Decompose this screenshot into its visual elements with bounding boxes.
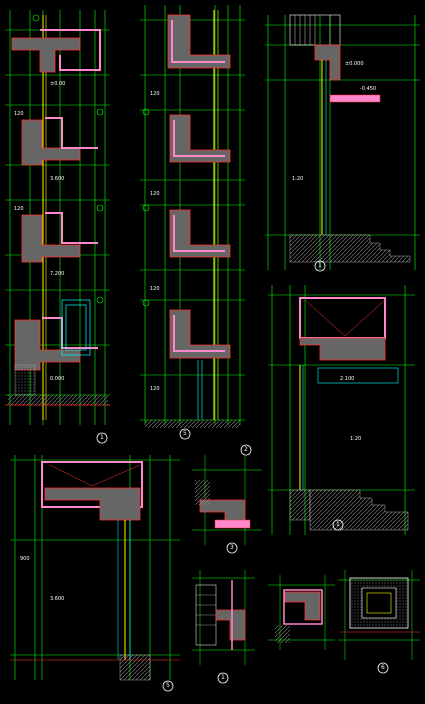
callout-label: 1	[221, 674, 225, 681]
detail-e-bottom-left-section: 3.600 900	[10, 455, 180, 681]
svg-text:120: 120	[150, 91, 160, 97]
callout-label: 1	[100, 434, 104, 441]
callout-label: 6	[381, 664, 385, 671]
svg-text:±0.00: ±0.00	[50, 81, 65, 87]
detail-c-top-right-section: 1:20 ±0.000 -0.450	[265, 14, 420, 270]
detail-a-left-column: ±0.00 3.600 7.200 0.000 120 120	[5, 10, 110, 425]
detail-g-square-plan	[338, 570, 420, 660]
svg-text:120: 120	[150, 386, 160, 392]
svg-text:120: 120	[150, 286, 160, 292]
callout-label: 1	[336, 521, 340, 528]
detail-f-small-details	[192, 455, 335, 665]
svg-text:±0.000: ±0.000	[345, 61, 364, 67]
svg-text:7.200: 7.200	[50, 271, 64, 277]
svg-text:900: 900	[20, 556, 30, 562]
callout-label: 2	[244, 446, 248, 453]
detail-b-center-column: 120 120 120 120	[140, 5, 245, 428]
callout-label: 5	[166, 682, 170, 689]
svg-text:3.600: 3.600	[50, 176, 64, 182]
svg-text:3.600: 3.600	[50, 596, 64, 602]
svg-text:1:20: 1:20	[292, 176, 303, 182]
svg-text:1:20: 1:20	[350, 436, 361, 442]
svg-text:0.000: 0.000	[50, 376, 64, 382]
callout-label: 3	[230, 544, 234, 551]
svg-text:2.100: 2.100	[340, 376, 354, 382]
svg-text:120: 120	[150, 191, 160, 197]
callout-label: 5	[183, 430, 187, 437]
callout-label: 1	[318, 262, 322, 269]
svg-text:120: 120	[14, 206, 24, 212]
svg-text:120: 120	[14, 111, 24, 117]
svg-text:-0.450: -0.450	[360, 86, 376, 92]
detail-d-middle-right-section: 2.100 1:20	[268, 285, 415, 535]
